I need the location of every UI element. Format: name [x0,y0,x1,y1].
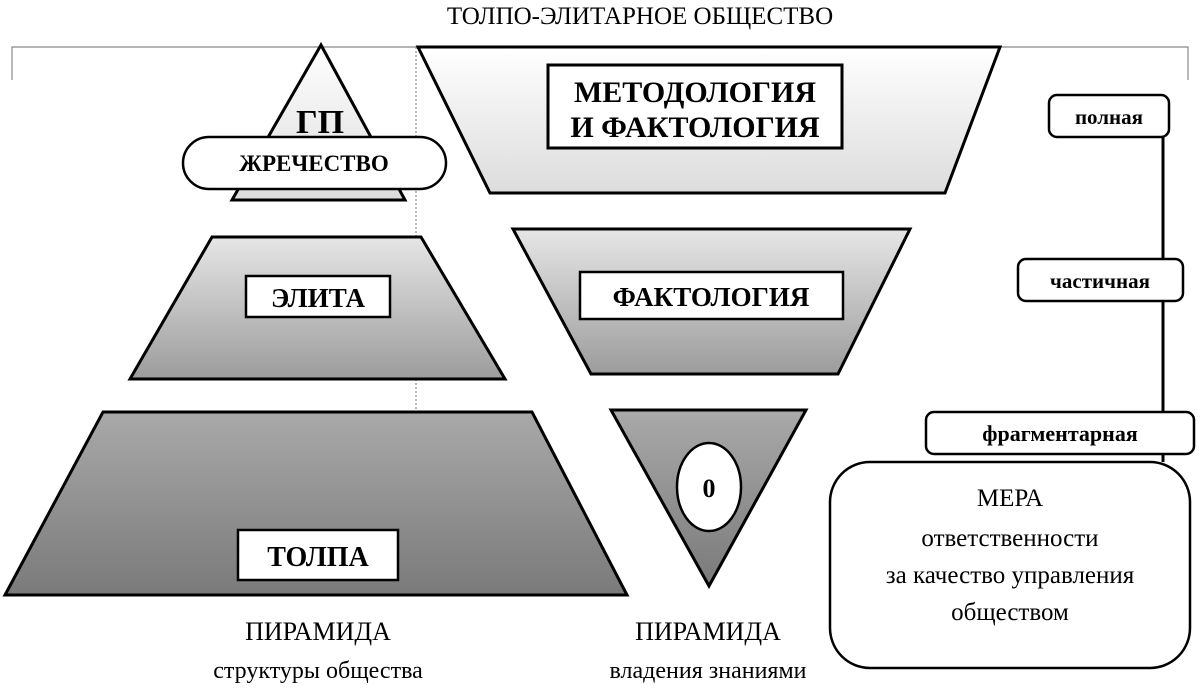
knowledge-caption-line1: ПИРАМИДА [635,617,781,646]
knowledge-pyramid: МЕТОДОЛОГИЯ И ФАКТОЛОГИЯ ФАКТОЛОГИЯ 0 ПИ… [415,45,1003,684]
crowd-label: ТОЛПА [267,542,369,573]
zero-label-ellipse [675,441,743,533]
structure-pyramid: ГП ЖРЕЧЕСТВО ЭЛИТА ТОЛПА ПИРАМИДА структ… [2,41,630,684]
priesthood-pill [181,135,448,191]
methodology-label-box [546,63,844,150]
measure-line2: ответственности [921,525,1098,552]
factology-label: ФАКТОЛОГИЯ [613,282,810,312]
crowd-label-box [236,528,400,582]
methodology-label-line1: МЕТОДОЛОГИЯ [574,76,816,109]
pyramid-crowd-tier [2,410,630,597]
elite-label-box [244,274,392,319]
level-full-box [1047,93,1171,139]
factology-label-box [578,270,845,321]
measure-line1: МЕРА [977,485,1043,512]
zero-label: 0 [703,474,716,503]
level-fragmentary-label: фрагментарная [982,421,1138,446]
elite-label: ЭЛИТА [271,283,365,313]
measure-line4: обществом [951,599,1069,626]
measure-line3: за качество управления [886,562,1135,589]
level-partial-label: частичная [1050,269,1150,293]
priesthood-label: ЖРЕЧЕСТВО [239,151,389,176]
methodology-label-line2: И ФАКТОЛОГИЯ [570,111,820,144]
level-partial-box [1016,257,1185,303]
gp-label: ГП [296,104,344,141]
responsibility-scale: полная частичная фрагментарная МЕРА отве… [828,93,1196,670]
structure-caption-line1: ПИРАМИДА [245,617,391,646]
level-fragmentary-box [924,410,1196,456]
knowledge-caption-line2: владения знаниями [610,658,807,684]
level-full-label: полная [1075,105,1143,129]
structure-caption-line2: структуры общества [213,658,423,684]
diagram-title: ТОЛПО-ЭЛИТАРНОЕ ОБЩЕСТВО [447,3,833,30]
measure-box [828,460,1192,670]
